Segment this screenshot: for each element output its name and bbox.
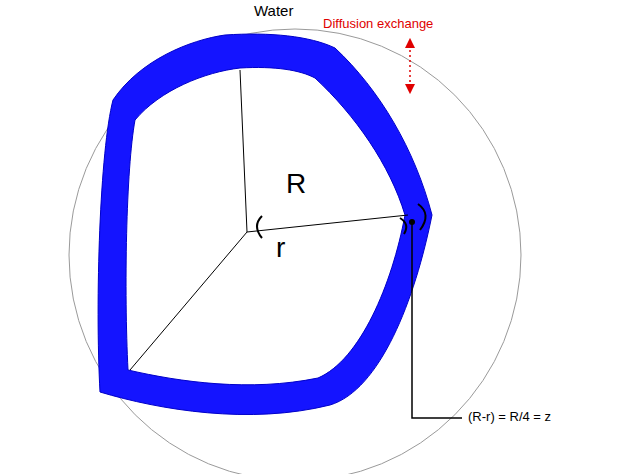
leader-line <box>412 222 462 418</box>
shell-octant <box>98 34 432 414</box>
sphere-outline <box>69 29 521 474</box>
diffusion-arrow <box>409 40 411 92</box>
process-label: Diffusion exchange <box>323 17 433 32</box>
medium-label: Water <box>254 2 293 19</box>
radius-label: r <box>276 232 285 264</box>
dimension-note: (R-r) = R/4 = z <box>468 410 551 425</box>
radius-label: R <box>286 168 306 200</box>
axis-lines <box>130 70 408 370</box>
